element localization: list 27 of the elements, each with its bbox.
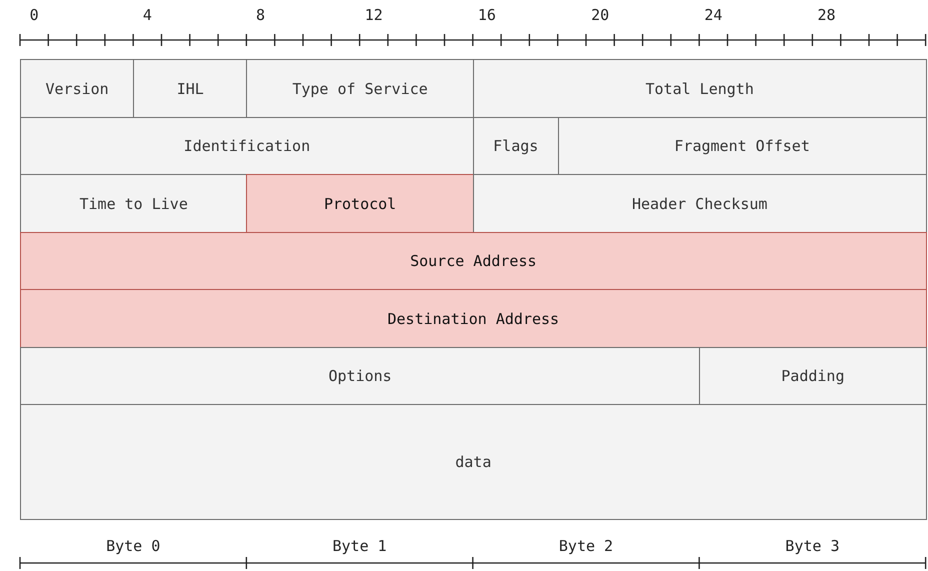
header-field: Source Address: [20, 232, 927, 290]
header-field: Version: [20, 59, 134, 118]
byte-label: Byte 2: [558, 537, 614, 555]
header-field: Padding: [699, 347, 927, 405]
bit-number: 24: [704, 6, 722, 24]
header-field: Protocol: [246, 174, 474, 233]
bit-number: 12: [364, 6, 383, 24]
header-field: Total Length: [472, 59, 927, 118]
byte-label: Byte 3: [785, 537, 840, 555]
bit-number: 20: [591, 6, 610, 24]
bit-number: 16: [478, 6, 496, 24]
header-field: Options: [20, 347, 700, 405]
byte-label: Byte 0: [106, 537, 160, 555]
header-field: Flags: [472, 117, 559, 175]
header-field: Time to Live: [20, 174, 248, 233]
bit-number: 4: [142, 6, 152, 24]
header-field: Fragment Offset: [558, 117, 927, 175]
header-field: data: [20, 404, 927, 520]
bit-number: 8: [256, 6, 266, 24]
byte-label: Byte 1: [332, 537, 387, 555]
bit-number: 0: [30, 6, 39, 24]
header-field: Destination Address: [20, 289, 927, 348]
header-field: IHL: [133, 59, 248, 118]
header-field: Type of Service: [246, 59, 474, 118]
header-field: Header Checksum: [472, 174, 927, 233]
bit-number: 28: [818, 6, 836, 24]
header-field: Identification: [20, 117, 474, 175]
